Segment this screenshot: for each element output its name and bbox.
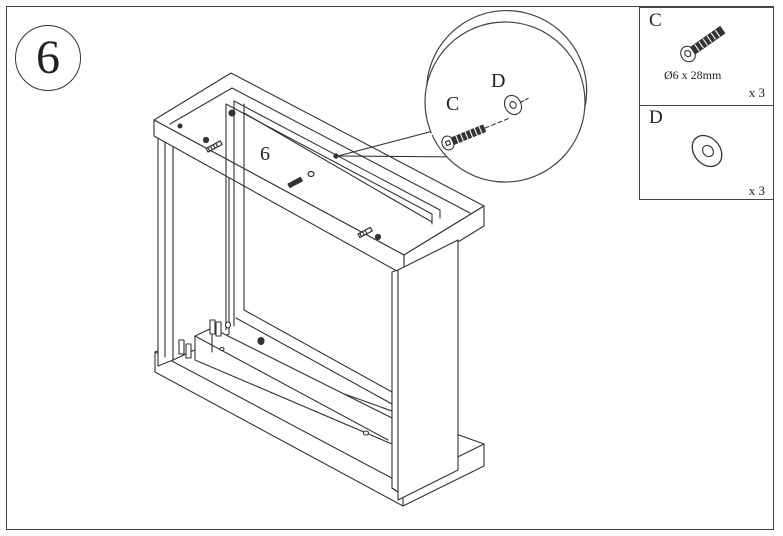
callout-screw [441,116,512,151]
dowel-details [177,109,370,436]
callout-label-washer: D [491,70,506,92]
part-c-letter: C [649,10,662,31]
bottom-rail [194,327,393,445]
step-number-badge: 6 [15,25,81,91]
step-number: 6 [36,31,60,84]
screws-on-top [202,136,382,241]
parts-list: C Ø6 x 28mm x 3 D x 3 [639,7,774,200]
part-d-quantity: x 3 [748,183,765,198]
right-side-panel [391,239,459,501]
part-c-cell: C Ø6 x 28mm x 3 [640,8,773,106]
assembly-step-marker: 6 [260,143,270,165]
part-c-dimension: Ø6 x 28mm [664,68,722,82]
part-d-cell: D x 3 [640,105,773,199]
washer-icon [691,134,723,168]
callout-washer [503,94,530,116]
part-d-letter: D [649,107,663,128]
part-c-quantity: x 3 [748,85,765,100]
callout-label-screw: C [446,93,460,115]
screw-icon [680,25,726,63]
